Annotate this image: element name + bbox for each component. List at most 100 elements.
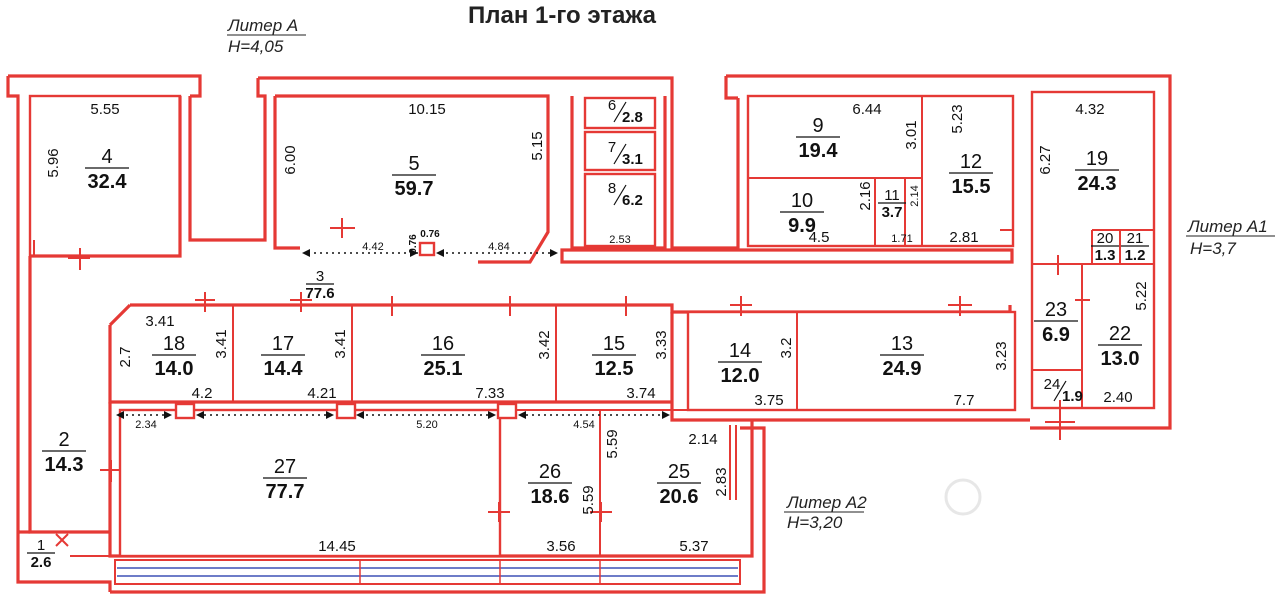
room-label-8: 86.2 bbox=[608, 180, 643, 209]
room-area: 2.8 bbox=[622, 109, 643, 126]
room-area: 24.9 bbox=[883, 358, 922, 380]
walls-rooms-6-7-8 bbox=[560, 96, 1014, 264]
dimension-label: 2.81 bbox=[949, 229, 978, 246]
room-number: 7 bbox=[608, 139, 616, 156]
room-number: 19 bbox=[1086, 148, 1108, 170]
walls-bottom-rooms bbox=[108, 402, 754, 558]
dimension-label: 5.37 bbox=[679, 538, 708, 555]
liter-a2-name: Литер А2 bbox=[786, 493, 867, 512]
dimension-label: 2.14 bbox=[688, 431, 717, 448]
room-number: 13 bbox=[891, 333, 913, 355]
dimension-label: 4.32 bbox=[1075, 101, 1104, 118]
room-number: 10 bbox=[791, 190, 813, 212]
liter-a2-height: H=3,20 bbox=[787, 513, 843, 532]
room-number: 23 bbox=[1045, 299, 1067, 321]
room-label-19: 19 24.3 bbox=[1075, 148, 1119, 195]
dimension-label: 3.41 bbox=[332, 329, 349, 358]
dimension-label: 5.22 bbox=[1133, 281, 1150, 310]
room-area: 6.2 bbox=[622, 192, 643, 209]
liter-a1-height: H=3,7 bbox=[1190, 239, 1236, 258]
dimension-label: 7.7 bbox=[954, 392, 975, 409]
room-area: 19.4 bbox=[799, 140, 839, 162]
room-label-2: 214.3 bbox=[42, 429, 86, 476]
walls-rooms-9-12 bbox=[746, 94, 1015, 248]
dimension-label: 2.40 bbox=[1103, 389, 1132, 406]
room-number: 9 bbox=[812, 115, 823, 137]
dimension-label: 4.21 bbox=[307, 385, 336, 402]
dimension-label: 2.53 bbox=[609, 234, 630, 246]
dimension-label: 14.45 bbox=[318, 538, 356, 555]
label-slash bbox=[1053, 380, 1067, 402]
dimension-label: 2.16 bbox=[857, 181, 874, 210]
room-area: 9.9 bbox=[788, 215, 816, 237]
room-area: 14.0 bbox=[155, 358, 194, 380]
room-number: 15 bbox=[603, 333, 625, 355]
dimension-label: 0.76 bbox=[408, 234, 419, 254]
room-area: 1.2 bbox=[1125, 247, 1146, 264]
room-area: 2.6 bbox=[31, 554, 52, 571]
room-area: 12.5 bbox=[595, 358, 634, 380]
room-label-21: 211.2 bbox=[1121, 230, 1149, 264]
walls-rooms-13-14 bbox=[670, 296, 1030, 422]
room-number: 21 bbox=[1127, 230, 1144, 247]
label-slash bbox=[613, 101, 627, 123]
room-area: 77.7 bbox=[266, 481, 305, 503]
label-slash bbox=[613, 143, 627, 165]
room-number: 17 bbox=[272, 333, 294, 355]
room-label-13: 13 24.9 bbox=[880, 333, 924, 380]
room-number: 14 bbox=[729, 340, 751, 362]
room-area: 14.4 bbox=[264, 358, 304, 380]
room-area: 20.6 bbox=[660, 486, 699, 508]
dimension-label: 3.2 bbox=[778, 338, 795, 359]
room-area: 32.4 bbox=[88, 171, 128, 193]
walls-rooms-19-24 bbox=[1030, 90, 1156, 440]
watermark bbox=[944, 478, 982, 516]
dimension-label: 5.23 bbox=[949, 104, 966, 133]
room-number: 8 bbox=[608, 180, 616, 197]
room-label-5: 559.7 bbox=[392, 153, 436, 200]
dimension-label: 3.41 bbox=[145, 313, 174, 330]
room-area: 77.6 bbox=[305, 285, 334, 302]
room-label-7: 73.1 bbox=[608, 139, 643, 168]
room-label-9: 919.4 bbox=[796, 115, 840, 162]
room-number: 11 bbox=[884, 187, 900, 204]
dimension-label: 3.01 bbox=[903, 120, 920, 149]
walls-room-4 bbox=[28, 78, 267, 258]
room-label-15: 15 12.5 bbox=[592, 333, 636, 380]
dimension-label: 0.76 bbox=[420, 229, 440, 240]
dimension-label: 7.33 bbox=[475, 385, 504, 402]
room-label-3: 377.6 bbox=[305, 268, 334, 302]
liter-a-name: Литер А bbox=[227, 16, 298, 35]
dimension-label: 3.74 bbox=[626, 385, 655, 402]
room-label-27: 27 77.7 bbox=[263, 456, 307, 503]
room-number: 27 bbox=[274, 456, 296, 478]
plan-title: План 1-го этажа bbox=[468, 2, 657, 29]
room-number: 22 bbox=[1109, 323, 1131, 345]
room-area: 14.3 bbox=[45, 454, 84, 476]
room-number: 1 bbox=[37, 537, 45, 554]
room-label-17: 17 14.4 bbox=[261, 333, 305, 380]
room-label-20: 201.3 bbox=[1091, 230, 1119, 264]
room-area: 25.1 bbox=[424, 358, 463, 380]
dimension-label: 3.75 bbox=[754, 392, 783, 409]
dimension-label: 6.00 bbox=[282, 145, 299, 174]
dimension-label: 4.84 bbox=[488, 241, 509, 253]
dimension-label: 1.71 bbox=[891, 233, 912, 245]
room-area: 24.3 bbox=[1078, 173, 1117, 195]
room-label-10: 109.9 bbox=[780, 190, 824, 237]
liter-a1-name: Литер А1 bbox=[1187, 217, 1268, 236]
room-number: 25 bbox=[668, 461, 690, 483]
dimension-label: 3.56 bbox=[546, 538, 575, 555]
room-area: 3.7 bbox=[882, 204, 903, 221]
dimension-label: 4.5 bbox=[809, 229, 830, 246]
room-label-1: 12.6 bbox=[27, 537, 55, 571]
room-area: 3.1 bbox=[622, 151, 643, 168]
dimension-label: 4.54 bbox=[573, 419, 594, 431]
